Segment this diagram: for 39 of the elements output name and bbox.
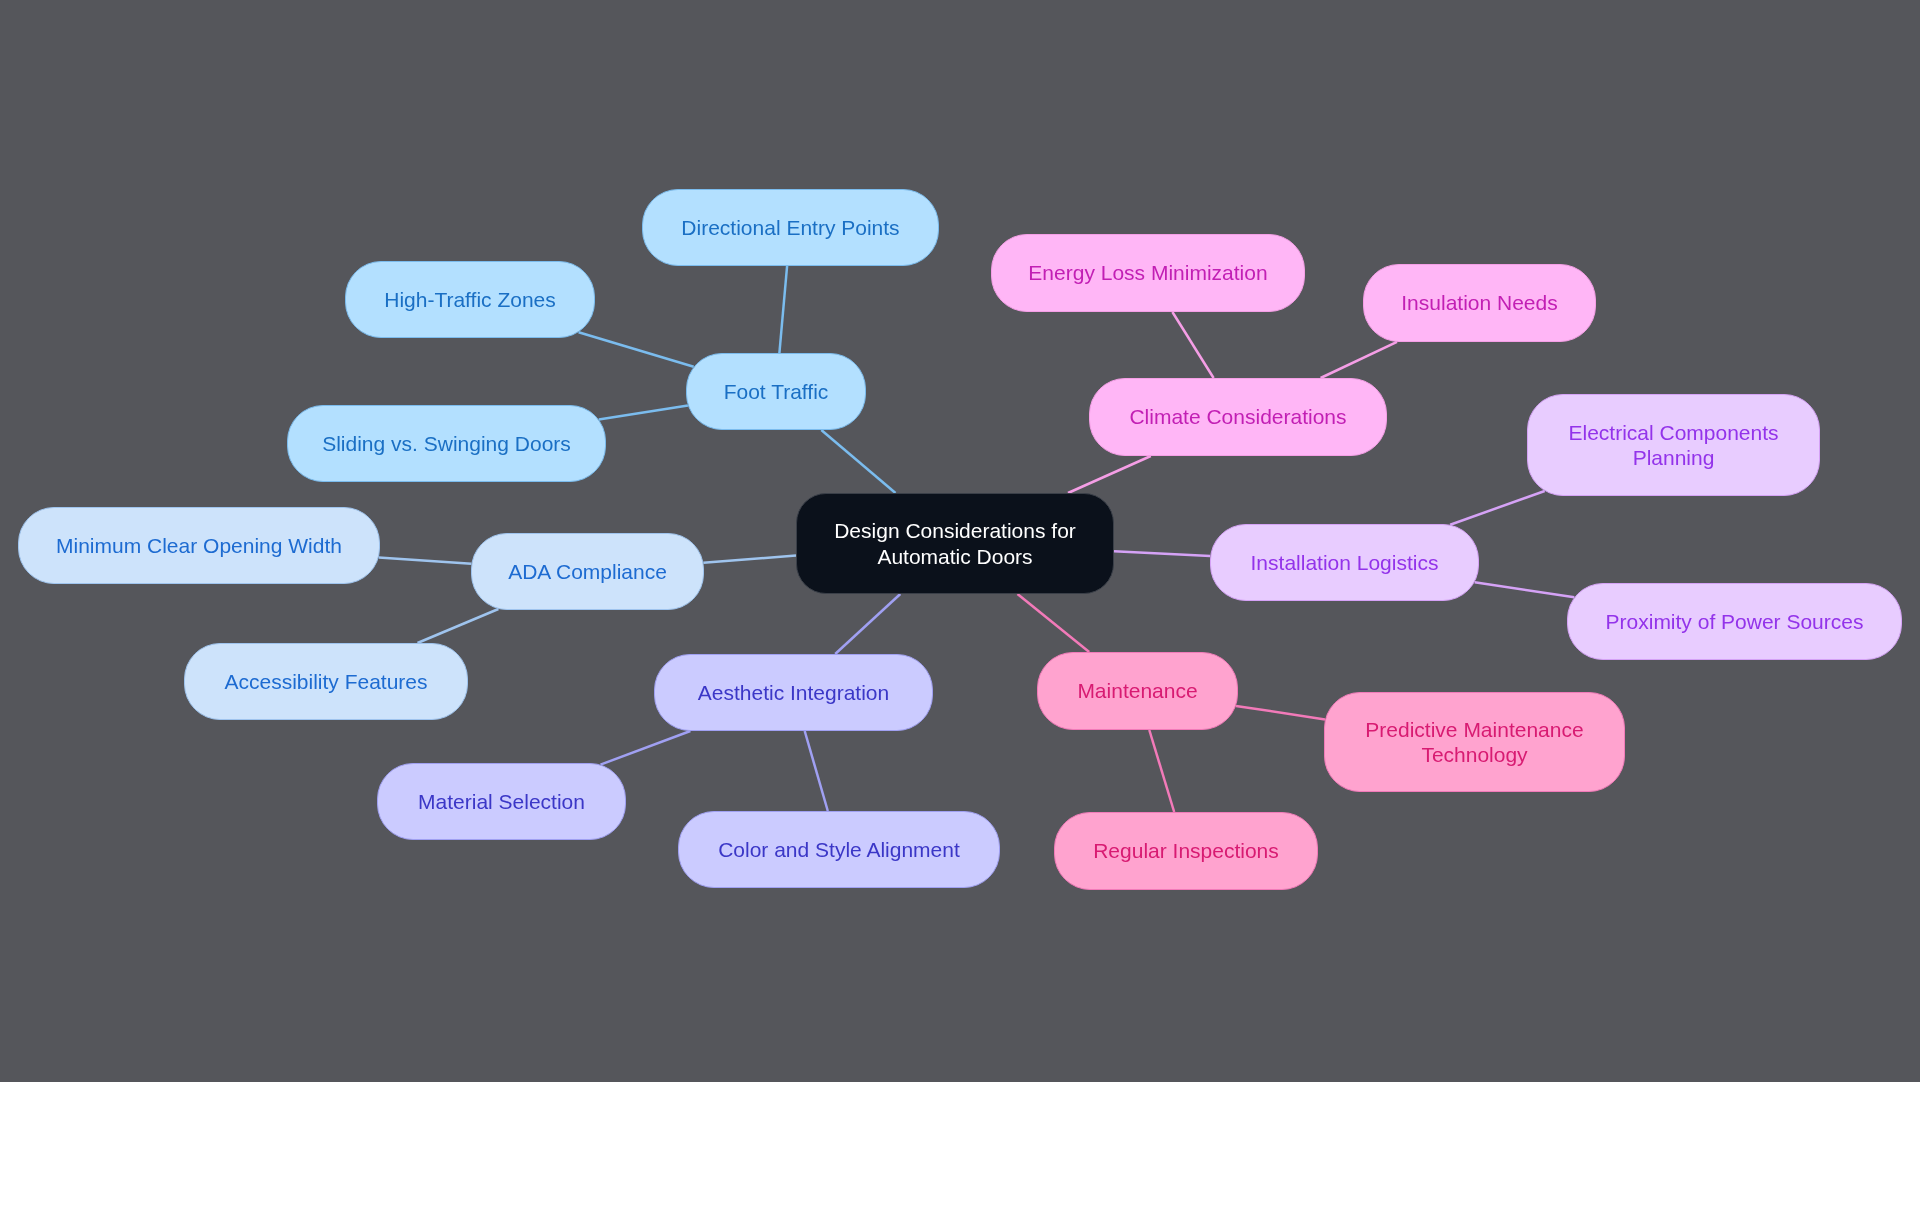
main-topic: Maintenance xyxy=(1037,652,1238,730)
connector-line xyxy=(600,729,691,766)
subtopic: Energy Loss Minimization xyxy=(991,234,1305,312)
connector-line xyxy=(1148,729,1176,813)
main-topic: Climate Considerations xyxy=(1089,378,1387,456)
subtopic: Accessibility Features xyxy=(184,643,468,720)
main-topic: Aesthetic Integration xyxy=(654,654,933,731)
subtopic: Regular Inspections xyxy=(1054,812,1318,890)
connector-line xyxy=(778,265,789,354)
subtopic: High-Traffic Zones xyxy=(345,261,595,338)
connector-line xyxy=(1067,454,1152,495)
subtopic: Electrical Components Planning xyxy=(1527,394,1820,496)
connector-line xyxy=(578,331,695,368)
subtopic: Insulation Needs xyxy=(1363,264,1596,342)
main-topic: ADA Compliance xyxy=(471,533,704,610)
connector-line xyxy=(820,429,897,494)
connector-line xyxy=(1171,311,1215,379)
subtopic: Color and Style Alignment xyxy=(678,811,1000,888)
connector-line xyxy=(1449,489,1546,526)
subtopic: Predictive Maintenance Technology xyxy=(1324,692,1625,792)
connector-line xyxy=(1016,593,1090,653)
connector-line xyxy=(1235,704,1326,721)
connector-line xyxy=(378,556,472,565)
connector-line xyxy=(803,730,829,812)
connector-line xyxy=(1320,340,1398,380)
subtopic: Directional Entry Points xyxy=(642,189,939,266)
subtopic: Minimum Clear Opening Width xyxy=(18,507,380,584)
main-topic: Installation Logistics xyxy=(1210,524,1479,601)
connector-line xyxy=(598,404,689,421)
connector-line xyxy=(703,554,797,564)
main-topic: Foot Traffic xyxy=(686,353,866,430)
connector-line xyxy=(1113,550,1211,558)
central-topic: Design Considerations for Automatic Doors xyxy=(796,493,1114,594)
subtopic: Proximity of Power Sources xyxy=(1567,583,1902,660)
connector-line xyxy=(834,593,902,655)
subtopic: Sliding vs. Swinging Doors xyxy=(287,405,606,482)
connector-line xyxy=(1474,580,1575,599)
subtopic: Material Selection xyxy=(377,763,626,840)
connector-line xyxy=(417,607,499,645)
